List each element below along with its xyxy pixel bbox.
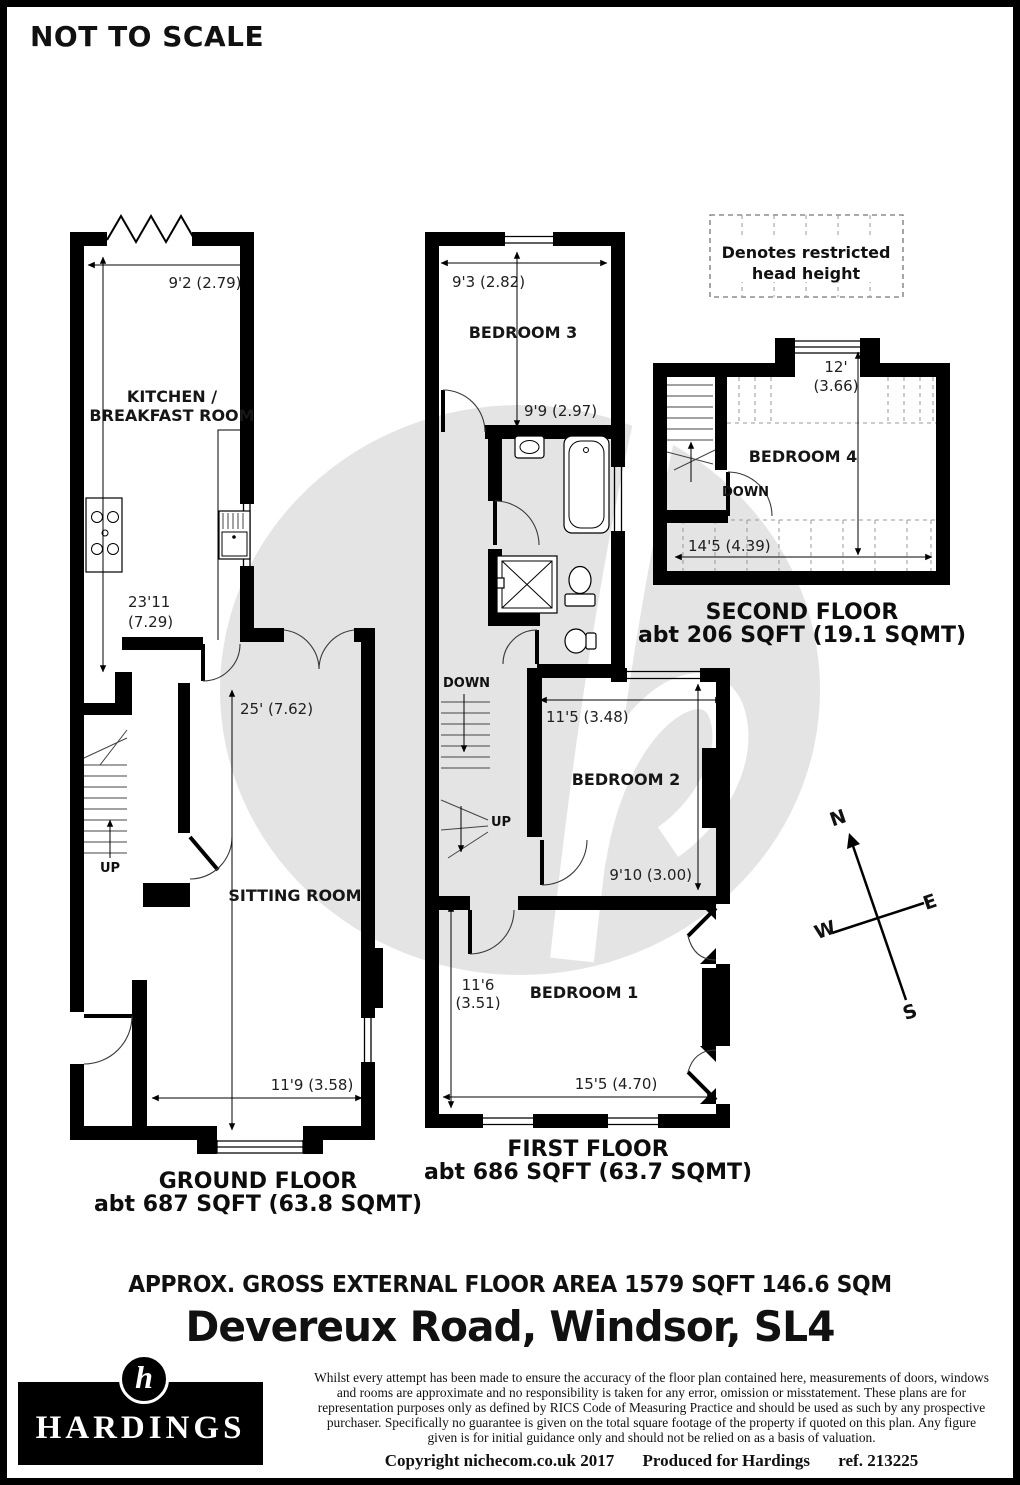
french-doors — [283, 629, 355, 670]
ff-dim-b3-top: 9'3 (2.82) — [452, 273, 525, 291]
bedroom1-bay-lower — [686, 1046, 718, 1104]
ff-dim-b1-bottom: 15'5 (4.70) — [575, 1075, 658, 1093]
reference-number: ref. 213225 — [838, 1451, 919, 1470]
compass-e: E — [920, 890, 939, 915]
gf-dim-sitting: 25' (7.62) — [240, 700, 313, 718]
ff-up-label: UP — [491, 815, 511, 830]
disclaimer-line: Whilst every attempt has been made to en… — [314, 1370, 989, 1385]
hardings-logo-icon: h — [119, 1354, 169, 1404]
gf-up-label: UP — [100, 861, 120, 876]
ff-dim-b2-top: 11'5 (3.48) — [546, 708, 629, 726]
disclaimer-line: representation purposes only as defined … — [317, 1400, 986, 1415]
bathroom-window — [613, 467, 623, 531]
kitchen-counter — [217, 429, 240, 640]
ff-down-label: DOWN — [443, 676, 490, 691]
wall-break-zigzag — [106, 213, 197, 245]
gf-dim-bottom: 11'9 (3.58) — [271, 1076, 354, 1094]
second-floor-title: SECOND FLOOR — [706, 600, 899, 625]
kitchen-door — [201, 643, 241, 682]
first-floor-plan: 9'3 (2.82) 9'9 (2.97) 11'5 (3.48) 9'10 (… — [424, 232, 752, 1185]
produced-for-text: Produced for Hardings — [642, 1451, 811, 1470]
legend-line-1: Denotes restricted — [722, 243, 891, 262]
bedroom1-bay-upper — [686, 904, 718, 964]
bedroom2-window — [627, 670, 700, 680]
gf-dim-kitchen-2: (7.29) — [128, 613, 173, 631]
bathtub — [563, 435, 610, 534]
bathroom-toilet — [564, 565, 596, 607]
disclaimer-line: purchaser. Specifically no guarantee is … — [326, 1415, 977, 1430]
compass-s: S — [900, 1000, 920, 1025]
bedroom2-label: BEDROOM 2 — [572, 770, 681, 789]
gf-dim-kitchen-1: 23'11 — [128, 593, 170, 611]
sf-dim-top-1: 12' — [824, 358, 847, 376]
sf-dim-top-2: (3.66) — [813, 377, 858, 395]
property-address: Devereux Road, Windsor, SL4 — [185, 1302, 835, 1351]
hardings-logo-initial: h — [135, 1359, 153, 1395]
shower — [496, 555, 558, 614]
first-floor-title: FIRST FLOOR — [507, 1137, 668, 1162]
ground-floor-plan: 9'2 (2.79) 23'11 (7.29) 25' (7.62) 11'9 … — [70, 213, 422, 1217]
second-floor-plan: 12' (3.66) 14'5 (4.39) BEDROOM 4 DOWN SE… — [638, 338, 966, 648]
wc-door — [502, 629, 539, 665]
bedroom3-label: BEDROOM 3 — [469, 323, 578, 342]
sitting-room-window — [363, 1018, 372, 1062]
sitting-room-label: SITTING ROOM — [228, 886, 361, 905]
bedroom3-door — [441, 389, 486, 433]
ground-floor-title: GROUND FLOOR — [159, 1169, 358, 1194]
second-floor-area: abt 206 SQFT (19.1 SQMT) — [638, 623, 966, 648]
bedroom1-label: BEDROOM 1 — [530, 983, 639, 1002]
not-to-scale-label: NOT TO SCALE — [30, 20, 265, 53]
staircase-winders — [440, 799, 489, 859]
ground-floor-area: abt 687 SQFT (63.8 SQMT) — [94, 1192, 422, 1217]
restricted-head-height-legend: Denotes restricted head height — [709, 214, 904, 298]
kitchen-label-2: BREAKFAST ROOM — [89, 406, 254, 425]
compass-w: W — [812, 917, 839, 945]
sf-down-label: DOWN — [722, 485, 769, 500]
sf-dim-bottom: 14'5 (4.39) — [688, 537, 771, 555]
bathroom-door — [493, 500, 540, 546]
staircase-up — [83, 729, 128, 858]
bedroom1-bottom-windows — [483, 1117, 658, 1126]
restricted-head-height-zones — [667, 377, 936, 571]
disclaimer-line: and rooms are approximate and no respons… — [336, 1385, 967, 1400]
hardings-logo-text: HARDINGS — [35, 1410, 246, 1446]
sf-staircase — [666, 384, 716, 482]
kitchen-island — [85, 497, 123, 573]
ff-dim-b1-side-1: 11'6 — [462, 976, 495, 994]
wc-toilet — [564, 628, 597, 654]
kitchen-label-1: KITCHEN / — [127, 387, 217, 406]
ground-floor-walls — [70, 232, 383, 1140]
legend-line-2: head height — [752, 264, 861, 283]
bedroom1-door — [468, 909, 515, 955]
sf-stairs-door — [726, 471, 773, 517]
staircase-down — [441, 694, 490, 769]
bedroom2-door — [540, 839, 588, 886]
gross-area-line: APPROX. GROSS EXTERNAL FLOOR AREA 1579 S… — [128, 1272, 892, 1298]
ff-dim-b1-side-2: (3.51) — [455, 994, 500, 1012]
compass-north-arrow — [847, 833, 860, 849]
bedroom4-label: BEDROOM 4 — [749, 447, 858, 466]
bathroom-sink — [514, 435, 545, 459]
dormer-window — [795, 340, 860, 354]
disclaimer-line: given is for initial guidance only and s… — [427, 1430, 876, 1445]
ff-dim-b3-side: 9'9 (2.97) — [524, 402, 597, 420]
disclaimer-text: Whilst every attempt has been made to en… — [285, 1370, 1018, 1445]
sitting-room-door — [188, 835, 233, 880]
ff-top-window — [505, 235, 553, 244]
compass-n: N — [827, 805, 849, 831]
compass-rose: N E W S — [812, 805, 940, 1025]
copyright-text: Copyright nichecom.co.uk 2017 — [384, 1451, 615, 1470]
front-door — [83, 1014, 133, 1065]
second-floor-walls — [653, 338, 950, 585]
first-floor-area: abt 686 SQFT (63.7 SQMT) — [424, 1160, 752, 1185]
copyright-line: Copyright nichecom.co.uk 2017 Produced f… — [285, 1451, 1018, 1471]
ff-dim-b2-side: 9'10 (3.00) — [609, 866, 692, 884]
first-floor-walls — [425, 232, 730, 1128]
hardings-logo: HARDINGS — [18, 1382, 263, 1465]
kitchen-sink — [218, 510, 251, 560]
bay-window — [197, 1126, 323, 1154]
gf-dim-top: 9'2 (2.79) — [168, 274, 241, 292]
